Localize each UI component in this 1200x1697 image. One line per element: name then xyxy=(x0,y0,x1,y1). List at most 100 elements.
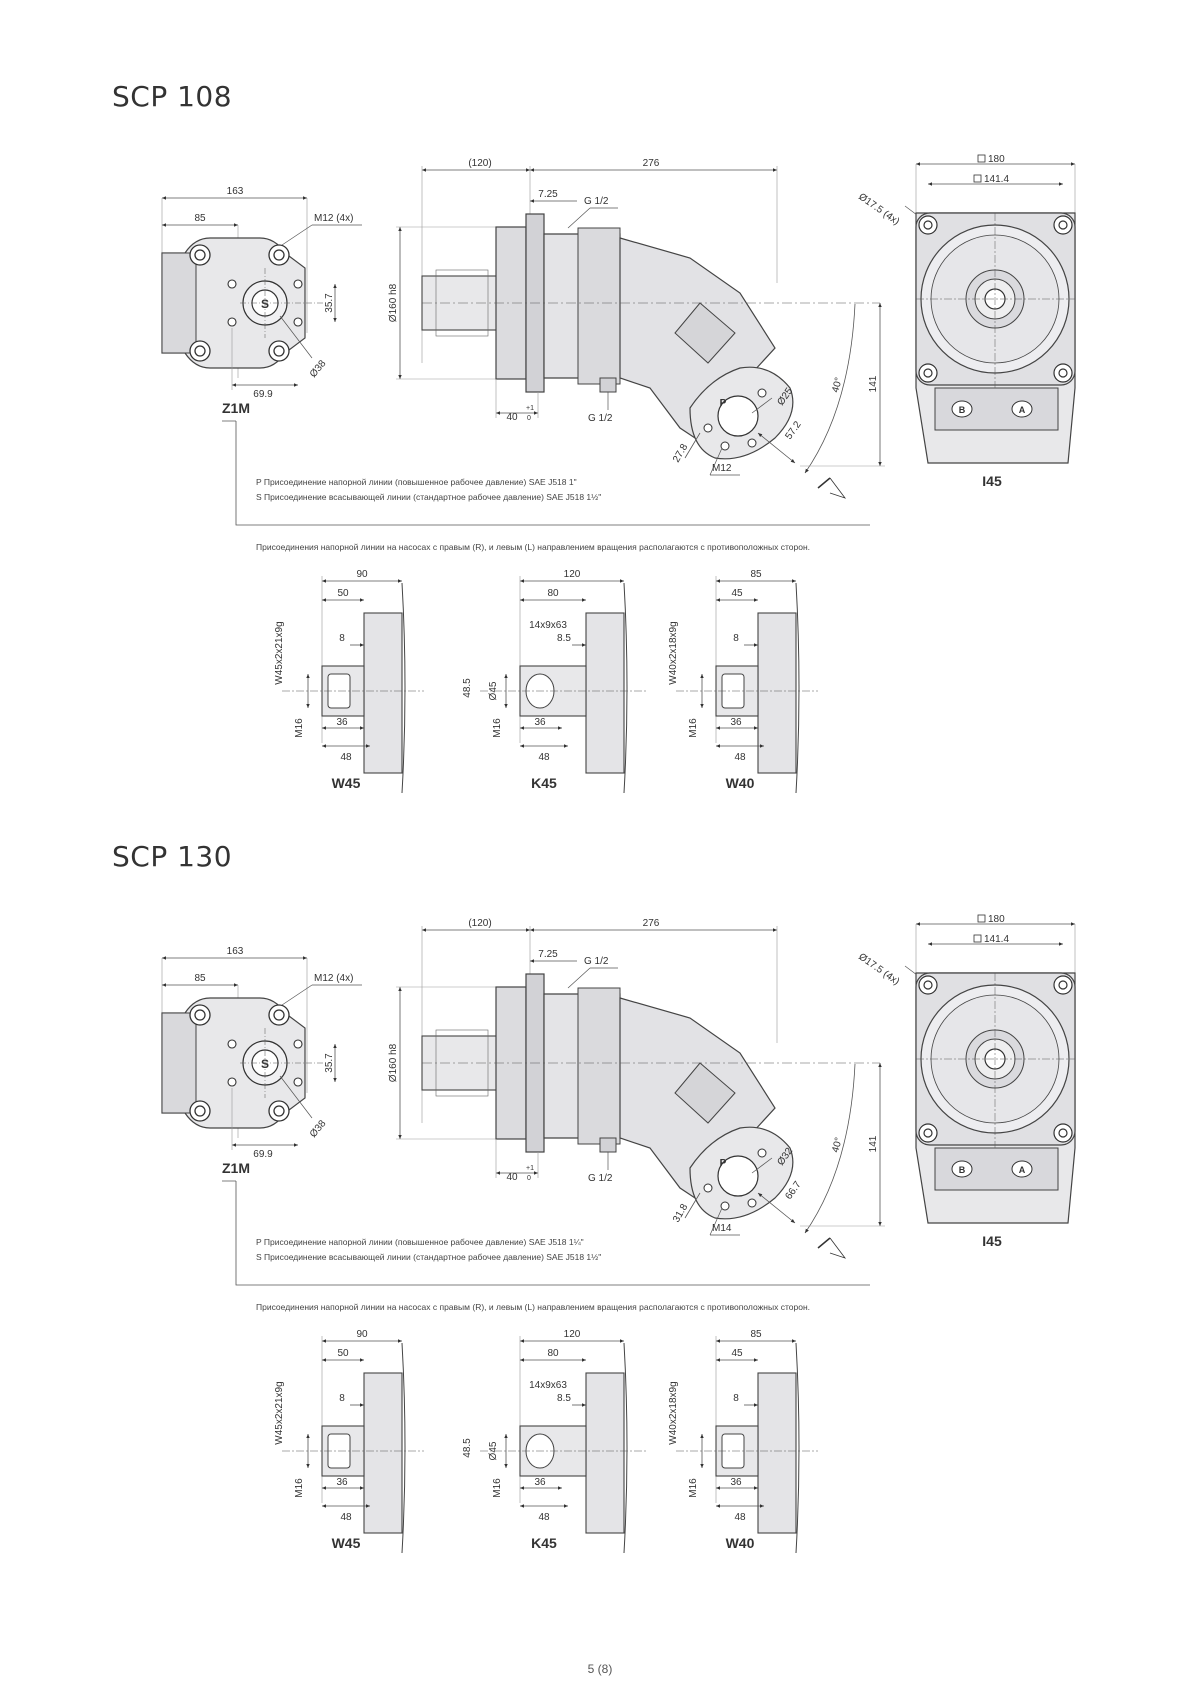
dim-flange-holes: Ø17.5 (4x) xyxy=(856,191,901,227)
note-orientation: Присоединения напорной линии на насосах … xyxy=(256,1302,810,1312)
dim-40-tol-lower: 0 xyxy=(527,1175,531,1182)
flange-port-a: A xyxy=(1019,1165,1026,1175)
shaft-label: W45 xyxy=(332,1535,361,1551)
flange-view: 180 141.4 Ø17.5 (4x) B xyxy=(856,914,1076,1249)
shaft-dim-small: 8.5 xyxy=(557,633,571,644)
port-p-label: P xyxy=(720,1158,727,1169)
shaft-thread: M16 xyxy=(492,718,503,738)
dim-40-tol-upper: +1 xyxy=(526,1165,534,1172)
shaft-dim-total: 85 xyxy=(750,1329,762,1340)
shaft-dim-total: 90 xyxy=(356,569,368,580)
shaft-dim-b: 48 xyxy=(734,1512,746,1523)
shaft-thread: M16 xyxy=(688,1478,699,1498)
flange-port-b: B xyxy=(959,405,966,415)
dim-120: (120) xyxy=(468,158,491,169)
dim-163: 163 xyxy=(227,946,244,957)
dim-69-9: 69.9 xyxy=(253,1149,273,1160)
dim-m12-4x: M12 (4x) xyxy=(314,213,353,224)
shaft-spline: W40x2x18x9g xyxy=(668,1381,679,1444)
shaft-dim-mid: 50 xyxy=(337,1348,349,1359)
dim-35-7: 35.7 xyxy=(324,1053,335,1073)
shaft-dim-a: 36 xyxy=(730,1477,742,1488)
dim-40: 40 xyxy=(506,1172,518,1183)
notes: P Присоединение напорной линии (повышенн… xyxy=(222,1180,870,1312)
dim-angle: 40° xyxy=(830,376,845,393)
shaft-thread: M16 xyxy=(688,718,699,738)
flange-view-label: I45 xyxy=(982,1233,1002,1249)
shaft-dim-a: 36 xyxy=(336,1477,348,1488)
dim-40-tol-upper: +1 xyxy=(526,405,534,412)
dim-141: 141 xyxy=(868,375,879,392)
dim-dia-38: Ø38 xyxy=(308,1118,329,1140)
dim-276: 276 xyxy=(643,918,660,929)
shaft-thread: M16 xyxy=(294,1478,305,1498)
shaft-dim-outer: 48.5 xyxy=(462,678,473,698)
dim-angle: 40° xyxy=(830,1136,845,1153)
shaft-dim-a: 36 xyxy=(730,717,742,728)
shaft-dim-b: 48 xyxy=(340,752,352,763)
flange-view: 180 141.4 Ø17.5 (4x) B xyxy=(856,154,1076,489)
dim-69-9: 69.9 xyxy=(253,389,273,400)
shaft-dim-total: 120 xyxy=(564,569,581,580)
section-scp-130: 163 85 S xyxy=(0,848,1200,1648)
dim-85: 85 xyxy=(194,973,206,984)
shaft-dim-b: 48 xyxy=(538,1512,550,1523)
shaft-dim-small: 8 xyxy=(733,633,739,644)
page-number: 5 (8) xyxy=(587,1662,613,1676)
front-view: 163 85 S xyxy=(161,946,362,1176)
dim-163: 163 xyxy=(227,186,244,197)
shaft-label: K45 xyxy=(531,1535,557,1551)
section-drawing: 163 85 S xyxy=(161,914,1076,1554)
front-view-label: Z1M xyxy=(222,400,250,416)
shaft-thread: M16 xyxy=(294,718,305,738)
dim-35-7: 35.7 xyxy=(324,293,335,313)
shaft-spline: W40x2x18x9g xyxy=(668,621,679,684)
dim-m12-4x: M12 (4x) xyxy=(314,973,353,984)
shaft-dim-mid: 45 xyxy=(731,1348,743,1359)
shaft-dim-b: 48 xyxy=(340,1512,352,1523)
note-orientation: Присоединения напорной линии на насосах … xyxy=(256,542,810,552)
shaft-label: K45 xyxy=(531,775,557,791)
shaft-spline: W45x2x21x9g xyxy=(274,1381,285,1444)
shaft-dim-mid: 80 xyxy=(547,1348,559,1359)
dim-120: (120) xyxy=(468,918,491,929)
side-view: (120) 276 7.25 Ø160 h8 P xyxy=(388,918,885,1259)
shaft-label: W45 xyxy=(332,775,361,791)
dim-7-25: 7.25 xyxy=(538,189,558,200)
dim-flange-holes: Ø17.5 (4x) xyxy=(856,951,901,987)
dim-square-180: 180 xyxy=(988,914,1005,925)
section-drawing: 163 85 S xyxy=(161,154,1076,794)
dim-141: 141 xyxy=(868,1135,879,1152)
shaft-key: 14x9x63 xyxy=(529,1380,567,1391)
side-view: (120) 276 7.25 Ø160 h8 P xyxy=(388,158,885,499)
dim-40: 40 xyxy=(506,412,518,423)
shaft-dim-outer: 48.5 xyxy=(462,1438,473,1458)
shaft-dim-mid: 50 xyxy=(337,588,349,599)
notes: P Присоединение напорной линии (повышенн… xyxy=(222,420,870,552)
flange-port-b: B xyxy=(959,1165,966,1175)
dim-square-141: 141.4 xyxy=(984,934,1009,945)
dim-40-tol-lower: 0 xyxy=(527,415,531,422)
shaft-dim-b: 48 xyxy=(734,752,746,763)
shaft-dim-dia: Ø45 xyxy=(488,1441,499,1460)
flange-port-a: A xyxy=(1019,405,1026,415)
shaft-dim-dia: Ø45 xyxy=(488,681,499,700)
dim-7-25: 7.25 xyxy=(538,949,558,960)
dim-square-180: 180 xyxy=(988,154,1005,165)
shaft-dim-small: 8 xyxy=(339,633,345,644)
dim-g-bottom: G 1/2 xyxy=(588,1173,613,1184)
note-port-p: P Присоединение напорной линии (повышенн… xyxy=(256,477,577,487)
note-port-s: S Присоединение всасывающей линии (станд… xyxy=(256,1252,601,1262)
section-title-scp-108: SCP 108 xyxy=(112,80,233,113)
shaft-dim-small: 8.5 xyxy=(557,1393,571,1404)
note-port-s: S Присоединение всасывающей линии (станд… xyxy=(256,492,601,502)
dim-g-top: G 1/2 xyxy=(584,956,609,967)
section-title-scp-130: SCP 130 xyxy=(112,840,233,873)
